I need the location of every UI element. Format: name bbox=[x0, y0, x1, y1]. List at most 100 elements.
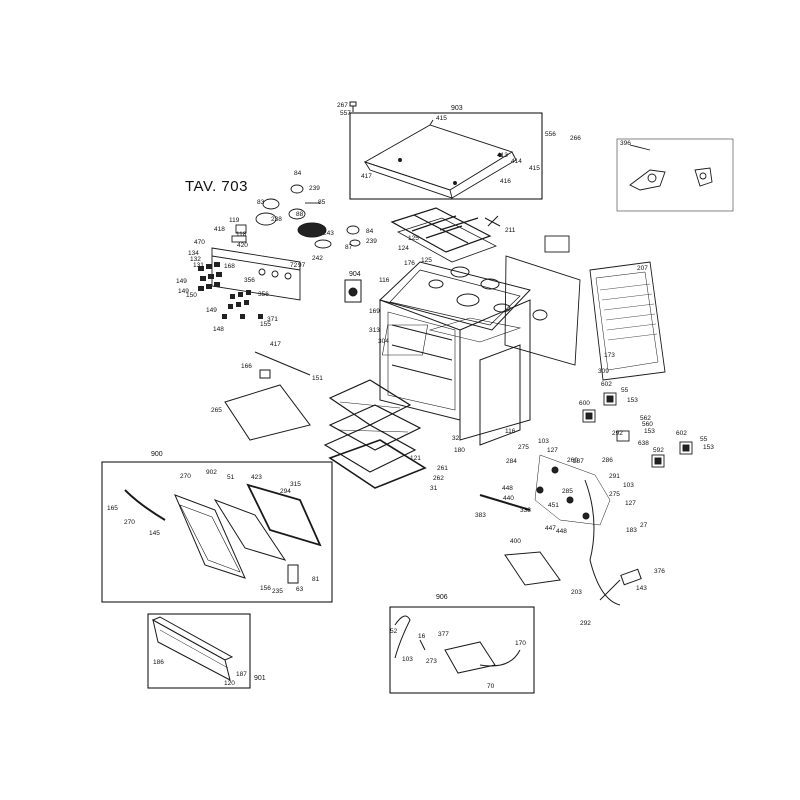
drawer-group-frame bbox=[147, 613, 251, 689]
part-label: 447 bbox=[545, 525, 556, 532]
part-label: 27 bbox=[640, 522, 648, 529]
drip-tray-203 bbox=[504, 551, 561, 586]
oven-floor-265 bbox=[224, 369, 311, 441]
part-label: 275 bbox=[518, 444, 529, 451]
part-label: 417 bbox=[270, 341, 281, 348]
part-label: 304 bbox=[378, 338, 389, 345]
part-label: 116 bbox=[505, 428, 516, 435]
part-label: 176 bbox=[404, 260, 415, 267]
part-number-labels: 2675574154174134144164155562663968423983… bbox=[0, 0, 714, 690]
part-label: 592 bbox=[653, 447, 664, 454]
thermocouple-143 bbox=[599, 568, 642, 601]
top-cover-illustration bbox=[363, 119, 517, 199]
part-label: 145 bbox=[149, 530, 160, 537]
part-label: 902 bbox=[206, 469, 217, 476]
part-label: 638 bbox=[638, 440, 649, 447]
part-label: 31 bbox=[430, 485, 438, 492]
back-panel bbox=[504, 235, 581, 366]
part-label: 180 bbox=[454, 447, 465, 454]
group-label-knob-kit: 904 bbox=[349, 271, 361, 278]
part-label: 155 bbox=[260, 321, 271, 328]
part-label: 149 bbox=[206, 307, 217, 314]
part-label: 16 bbox=[418, 633, 426, 640]
control-panel-illustration bbox=[211, 224, 301, 301]
gas-valve-assembly bbox=[479, 454, 621, 606]
part-label: 287 bbox=[573, 458, 584, 465]
part-label: 119 bbox=[229, 217, 240, 224]
gas-valve-inset-frame bbox=[616, 138, 734, 212]
top-cover-group-frame bbox=[349, 112, 543, 200]
gas-valve-assembly-icon bbox=[629, 144, 713, 191]
part-label: 400 bbox=[510, 538, 521, 545]
part-label: 262 bbox=[433, 475, 444, 482]
part-label: 440 bbox=[503, 495, 514, 502]
part-label: 97 bbox=[298, 262, 306, 269]
part-label: 315 bbox=[290, 481, 301, 488]
part-label: 602 bbox=[676, 430, 687, 437]
pan-support-grates bbox=[390, 207, 497, 263]
part-label: 166 bbox=[241, 363, 252, 370]
part-label: 261 bbox=[437, 465, 448, 472]
side-panel-207 bbox=[589, 261, 666, 381]
knob-904-icon bbox=[344, 279, 362, 303]
part-label: 417 bbox=[361, 173, 372, 180]
part-label: 275 bbox=[609, 491, 620, 498]
part-label: 414 bbox=[511, 158, 522, 165]
part-label: 415 bbox=[529, 165, 540, 172]
part-label: 153 bbox=[644, 428, 655, 435]
part-label: 294 bbox=[280, 488, 291, 495]
part-label: 416 bbox=[500, 178, 511, 185]
part-label: 285 bbox=[562, 488, 573, 495]
part-label: 118 bbox=[236, 231, 247, 238]
page-title: TAV. 703 bbox=[185, 178, 248, 195]
part-label: 169 bbox=[369, 308, 380, 315]
part-label: 383 bbox=[475, 512, 486, 519]
part-label: 87 bbox=[345, 244, 353, 251]
part-label: 376 bbox=[654, 568, 665, 575]
burner-caps-cluster bbox=[255, 184, 361, 249]
part-label: 120 bbox=[224, 680, 235, 687]
part-label: 242 bbox=[312, 255, 323, 262]
part-label: 127 bbox=[625, 500, 636, 507]
part-label: 600 bbox=[579, 400, 590, 407]
part-label: 153 bbox=[627, 397, 638, 404]
part-label: 83 bbox=[257, 199, 265, 206]
part-label: 156 bbox=[260, 585, 271, 592]
part-label: 170 bbox=[515, 640, 526, 647]
part-label: 124 bbox=[398, 245, 409, 252]
part-label: 153 bbox=[703, 444, 714, 451]
part-label: 134 bbox=[188, 250, 199, 257]
group-label-left-door: 900 bbox=[151, 451, 163, 458]
part-label: 356 bbox=[244, 277, 255, 284]
part-label: 377 bbox=[438, 631, 449, 638]
part-label: 103 bbox=[402, 656, 413, 663]
part-label: 121 bbox=[410, 455, 421, 462]
part-label: 560 bbox=[642, 421, 653, 428]
part-label: 50 bbox=[0, 0, 8, 2]
part-label: 211 bbox=[505, 227, 516, 234]
part-label: 448 bbox=[502, 485, 513, 492]
part-label: 470 bbox=[194, 239, 205, 246]
part-label: 84 bbox=[366, 228, 374, 235]
part-label: 55 bbox=[700, 436, 708, 443]
part-label: 265 bbox=[211, 407, 222, 414]
oven-racks bbox=[323, 379, 427, 489]
part-label: 63 bbox=[296, 586, 304, 593]
part-label: 291 bbox=[609, 473, 620, 480]
part-label: 173 bbox=[604, 352, 615, 359]
part-label: 131 bbox=[193, 262, 204, 269]
part-label: 266 bbox=[570, 135, 581, 142]
part-label: 273 bbox=[426, 658, 437, 665]
oven-body-illustration bbox=[379, 261, 531, 446]
part-label: 448 bbox=[556, 528, 567, 535]
part-label: 143 bbox=[636, 585, 647, 592]
part-label: 420 bbox=[237, 242, 248, 249]
part-label: 116 bbox=[379, 277, 390, 284]
spark-igniter-211 bbox=[484, 215, 501, 227]
part-label: 267 bbox=[337, 102, 348, 109]
small-screw-267 bbox=[349, 101, 357, 112]
part-label: 423 bbox=[251, 474, 262, 481]
part-label: 371 bbox=[267, 316, 278, 323]
door-group-frame bbox=[101, 461, 333, 603]
